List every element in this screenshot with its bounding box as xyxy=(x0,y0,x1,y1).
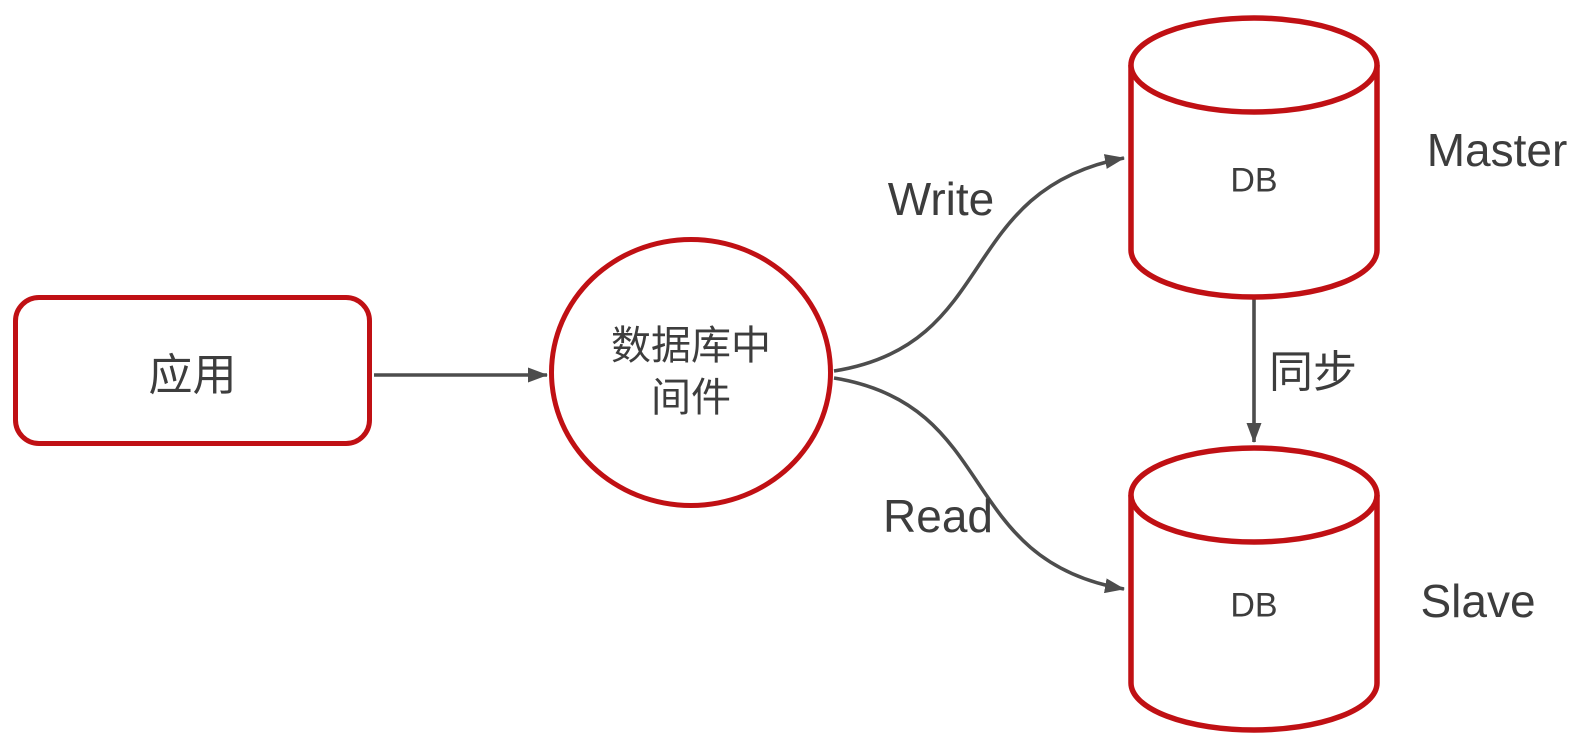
slave-db-label: DB xyxy=(1230,586,1278,625)
middleware-node-label-line2: 间件 xyxy=(651,375,731,420)
write-arrow-label: Write xyxy=(887,173,995,225)
sync-arrow-label: 同步 xyxy=(1269,348,1357,397)
read-arrow-label: Read xyxy=(883,490,993,542)
master-db-cylinder-top xyxy=(1128,15,1380,115)
middleware-node: 数据库中 间件 xyxy=(549,237,833,508)
slave-role-label: Slave xyxy=(1420,575,1536,627)
slave-db-cylinder-body xyxy=(1128,495,1380,733)
write-arrow xyxy=(833,154,1125,373)
slave-db-cylinder-top xyxy=(1128,445,1380,545)
app-node-label: 应用 xyxy=(148,350,237,400)
master-db-cylinder xyxy=(1128,15,1380,300)
read-arrow xyxy=(833,376,1125,594)
middleware-node-label-line1: 数据库中 xyxy=(611,324,771,369)
master-role-label: Master xyxy=(1426,124,1568,176)
master-db-label: DB xyxy=(1230,161,1278,200)
master-db-cylinder-body xyxy=(1128,65,1380,300)
slave-db-cylinder xyxy=(1128,445,1380,733)
app-node: 应用 xyxy=(13,295,372,446)
